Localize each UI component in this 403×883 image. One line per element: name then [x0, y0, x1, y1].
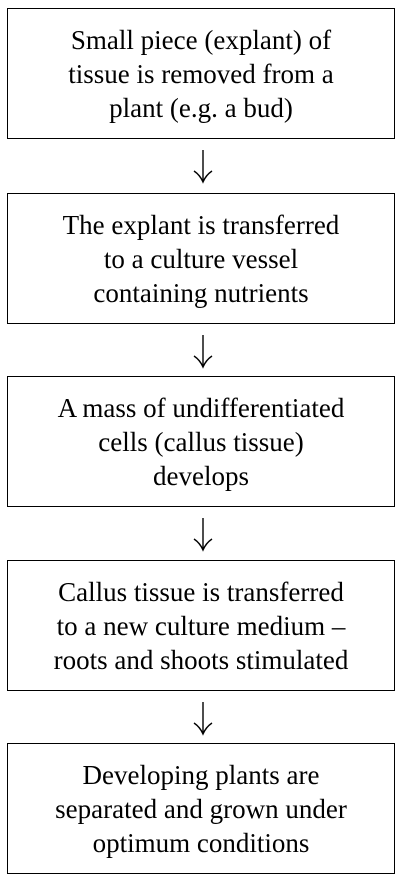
step-line: roots and shoots stimulated [53, 644, 349, 675]
step-line: plant (e.g. a bud) [109, 92, 293, 123]
down-arrow-icon [193, 335, 213, 369]
step-box-callus-transferred: Callus tissue is transferred to a new cu… [7, 560, 395, 691]
step-line: Developing plants are [82, 759, 320, 790]
step-line: A mass of undifferentiated [57, 392, 345, 423]
step-line: tissue is removed from a [68, 58, 334, 89]
step-line: to a culture vessel [103, 243, 299, 274]
step-box-transfer-to-vessel: The explant is transferred to a culture … [7, 193, 395, 324]
down-arrow-icon [193, 150, 213, 184]
step-line: to a new culture medium – [56, 610, 346, 641]
step-box-explant-removed: Small piece (explant) of tissue is remov… [7, 8, 395, 139]
step-text: The explant is transferred to a culture … [51, 208, 352, 310]
step-text: Developing plants are separated and grow… [43, 758, 359, 860]
step-box-plants-grown: Developing plants are separated and grow… [7, 743, 395, 874]
step-line: cells (callus tissue) [98, 426, 304, 457]
step-text: Small piece (explant) of tissue is remov… [56, 23, 345, 125]
step-line: optimum conditions [92, 827, 310, 858]
step-line: develops [153, 460, 249, 491]
down-arrow-icon [193, 518, 213, 552]
down-arrow-icon [193, 702, 213, 736]
step-line: separated and grown under [55, 793, 347, 824]
step-box-callus-develops: A mass of undifferentiated cells (callus… [7, 376, 395, 507]
step-text: Callus tissue is transferred to a new cu… [42, 575, 361, 677]
step-line: Callus tissue is transferred [58, 576, 344, 607]
step-line: containing nutrients [93, 277, 309, 308]
step-line: The explant is transferred [62, 209, 340, 240]
step-line: Small piece (explant) of [70, 24, 332, 55]
step-text: A mass of undifferentiated cells (callus… [46, 391, 357, 493]
